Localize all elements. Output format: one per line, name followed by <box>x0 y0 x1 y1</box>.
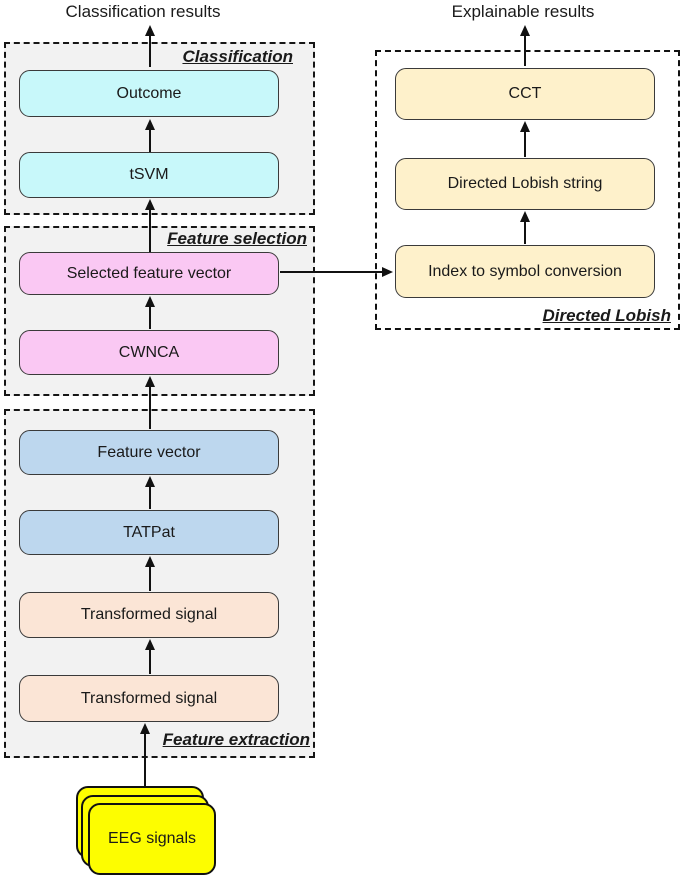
node-tsvm: tSVM <box>19 152 279 198</box>
node-transformed-signal-upper: Transformed signal <box>19 592 279 638</box>
node-cwnca: CWNCA <box>19 330 279 375</box>
group-directed-lobish-label: Directed Lobish <box>542 306 671 325</box>
node-feature-vector: Feature vector <box>19 430 279 475</box>
arrow-outcome-to-classification-results <box>145 25 155 67</box>
group-feature-extraction-label: Feature extraction <box>162 730 310 749</box>
eeg-card-front: EEG signals <box>88 803 216 875</box>
arrow-lobish-string-to-cct <box>520 121 530 157</box>
arrow-feature-vector-to-cwnca <box>145 376 155 429</box>
arrow-tatpat-to-feature-vector <box>145 476 155 509</box>
arrow-selected-feature-vector-to-index-conversion <box>280 266 393 278</box>
group-feature-selection-label: Feature selection <box>167 229 307 248</box>
eeg-signals-stack: EEG signals <box>76 786 218 876</box>
arrow-cct-to-explainable-results <box>520 25 530 66</box>
arrow-cwnca-to-selected-feature-vector <box>145 296 155 329</box>
node-transformed-signal-lower: Transformed signal <box>19 675 279 722</box>
classification-results-title: Classification results <box>65 2 221 21</box>
arrow-selected-feature-vector-to-tsvm <box>145 199 155 252</box>
arrow-tsvm-to-outcome <box>145 119 155 152</box>
node-index-to-symbol-conversion: Index to symbol conversion <box>395 245 655 298</box>
node-outcome: Outcome <box>19 70 279 117</box>
explainable-results-title: Explainable results <box>451 2 595 21</box>
node-cct: CCT <box>395 68 655 120</box>
group-classification-label: Classification <box>182 47 293 66</box>
arrow-transformed-upper-to-tatpat <box>145 556 155 591</box>
node-directed-lobish-string: Directed Lobish string <box>395 158 655 210</box>
node-selected-feature-vector: Selected feature vector <box>19 252 279 295</box>
arrow-eeg-to-transformed-lower <box>140 723 150 787</box>
node-tatpat: TATPat <box>19 510 279 555</box>
arrow-index-to-lobish-string <box>520 211 530 244</box>
arrow-transformed-lower-to-transformed-upper <box>145 639 155 674</box>
